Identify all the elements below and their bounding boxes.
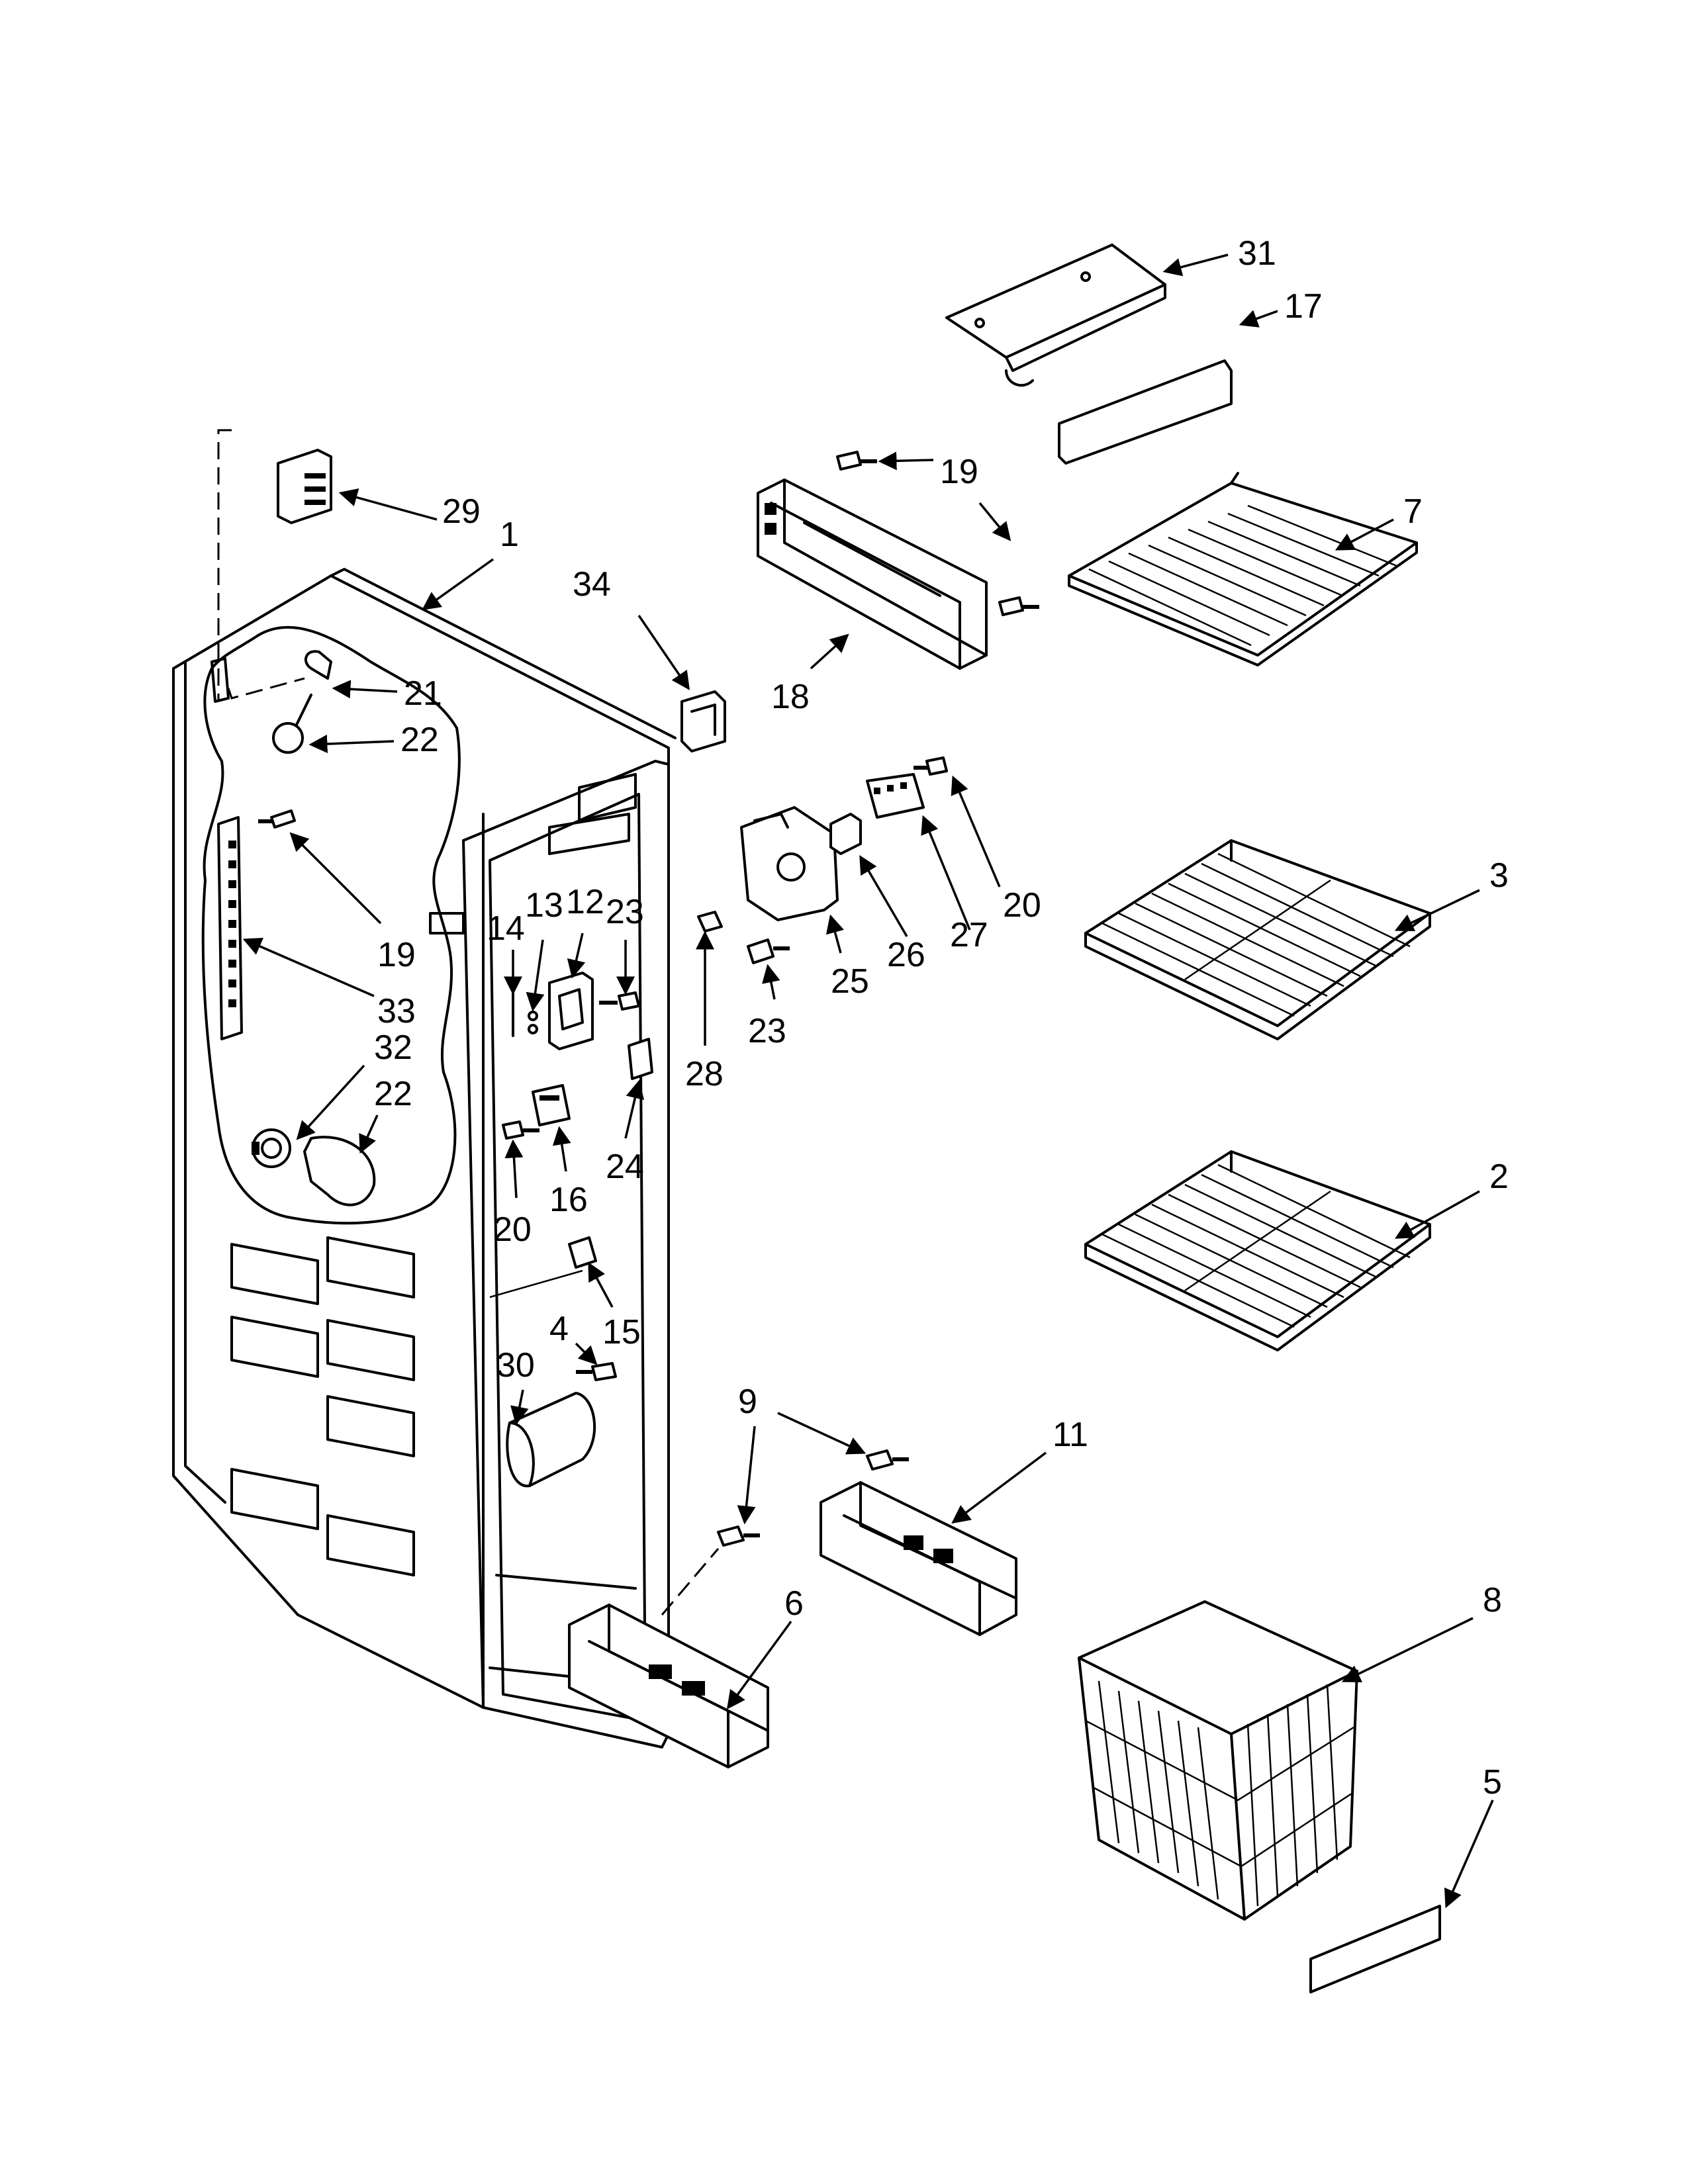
callout-12: 12 [566,883,604,921]
callout-2: 2 [1489,1158,1509,1196]
callout-27: 27 [950,916,988,954]
callout-4: 4 [549,1310,569,1348]
part-31-hinge [945,244,1166,387]
callout-19-left: 19 [377,936,416,974]
part-19-screw-rail [258,809,296,829]
part-29-clip [217,429,332,702]
callout-8: 8 [1483,1581,1502,1619]
part-16-board [532,1084,571,1126]
callout-19-top: 19 [940,453,978,491]
callout-9: 9 [738,1383,757,1421]
callout-29: 29 [442,492,481,531]
part-9-screw-b [717,1525,760,1547]
callout-3: 3 [1489,856,1509,895]
callout-31: 31 [1238,234,1276,273]
part-20-screw-frame [502,1120,539,1140]
part-3-wire-shelf [1084,839,1431,1040]
cabinet-panels [230,1236,415,1576]
callout-17: 17 [1284,287,1323,326]
part-22-bulb-lower [303,1136,376,1206]
part-13-small-part [528,1011,538,1034]
callout-28: 28 [685,1055,724,1093]
part-8-basket [1078,1600,1358,1921]
callout-25: 25 [831,962,869,1001]
callout-1: 1 [500,516,519,554]
callout-14: 14 [487,909,525,948]
part-22-bulb-top [272,694,312,754]
part-9-screw-a [866,1449,909,1471]
part-34-clip [680,690,726,752]
part-18-shelf-rail [757,478,988,670]
part-19-screw-top-a [836,451,877,471]
callout-32: 32 [374,1028,412,1067]
callout-5: 5 [1483,1763,1502,1801]
callout-26: 26 [887,936,925,974]
callout-20-right: 20 [1003,886,1041,925]
cabinet-liner [172,568,677,1749]
leader-lines [242,253,1494,1909]
part-23-screw-upper [599,991,640,1011]
part-26-bracket [829,813,862,855]
callout-22-top: 22 [400,721,439,759]
callout-20-left: 20 [493,1210,532,1249]
part-17-cover [1058,359,1233,465]
part-2-wire-shelf [1084,1150,1431,1351]
part-20-screw-board [914,756,948,776]
part-25-housing [740,806,839,921]
part-33-light-rail [217,816,243,1040]
part-21-socket [211,650,332,703]
callout-18: 18 [771,678,810,716]
part-12-control-housing [548,972,594,1050]
callout-34: 34 [573,565,611,604]
callout-24: 24 [606,1148,644,1186]
callout-13: 13 [525,886,563,925]
part-23-screw-cluster [747,938,790,964]
part-4-screw [576,1362,617,1381]
part-11-rail [820,1481,1017,1636]
part-19-screw-top-b [998,596,1039,616]
callout-16: 16 [549,1181,588,1219]
callout-21: 21 [404,674,442,713]
part-15-switch [568,1236,597,1269]
part-24-bracket [628,1038,653,1080]
callout-11: 11 [1053,1416,1088,1454]
part-5-trim [1309,1905,1441,1993]
part-28-knob [697,911,723,933]
callout-7: 7 [1403,492,1423,531]
callout-22-lower: 22 [374,1075,412,1113]
part-6-rail [568,1548,769,1768]
callout-23-lower: 23 [748,1012,786,1050]
part-32-socket [252,1128,291,1168]
callout-23-upper: 23 [606,893,644,931]
part-7-shelf [1068,472,1418,666]
part-27-board [866,773,925,819]
callout-labels: 31 17 19 7 29 1 34 18 21 22 20 27 26 3 1… [374,234,1509,1801]
callout-15: 15 [602,1313,641,1351]
callout-30: 30 [496,1346,535,1385]
callout-6: 6 [784,1584,804,1623]
callout-33: 33 [377,992,416,1030]
